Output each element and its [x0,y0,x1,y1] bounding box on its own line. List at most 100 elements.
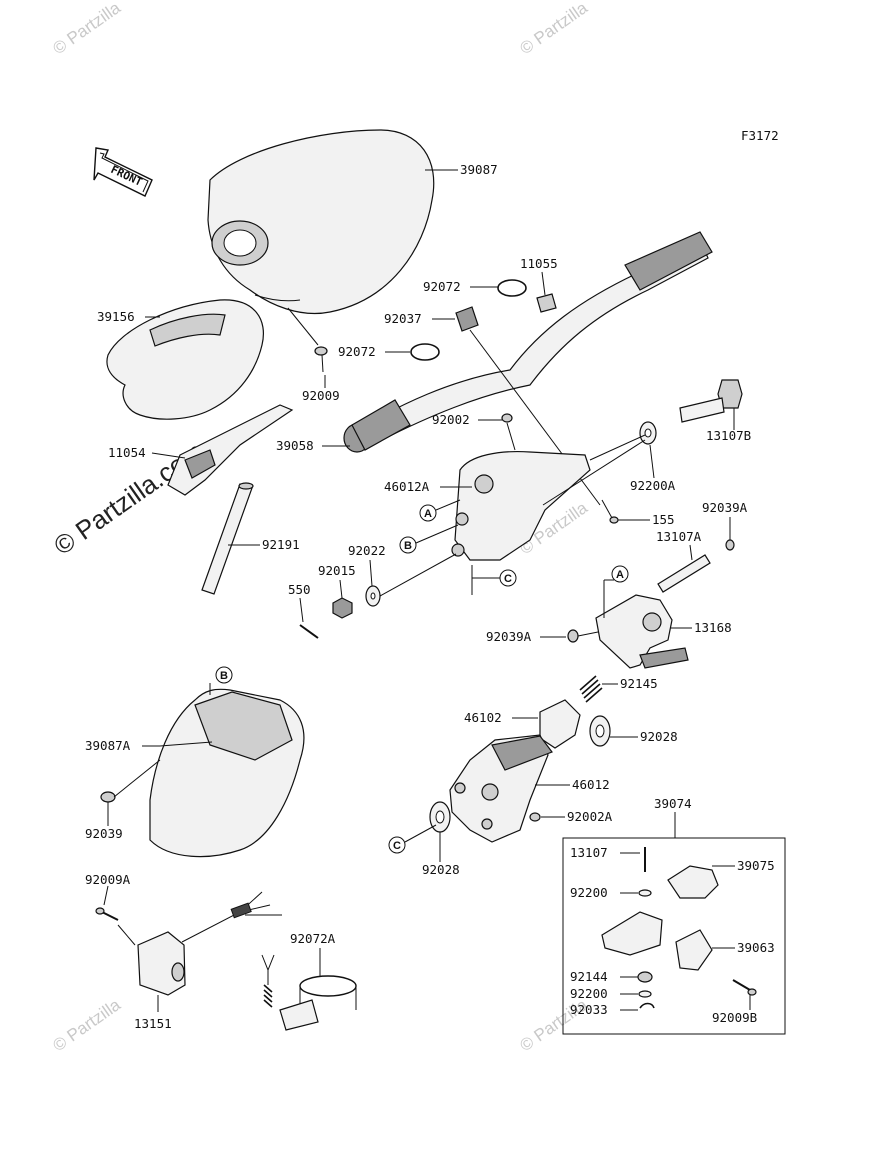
cover-39063 [675,929,713,971]
label-39074: 39074 [654,796,692,811]
spring-92144 [637,971,653,983]
callout-a-upper: A [419,499,461,522]
block-kit [601,911,663,956]
label-92037: 92037 [384,311,422,326]
label-92015: 92015 [318,563,356,578]
label-39058: 39058 [276,438,314,453]
housing-46012A [451,450,591,561]
kit-box-39074 [562,837,786,1035]
label-92145: 92145 [620,676,658,691]
callout-c-text: C [393,840,401,852]
label-39087: 39087 [460,162,498,177]
bracket-13168 [595,594,689,669]
cover-39087 [207,129,435,315]
label-92200A: 92200A [630,478,676,493]
watermark: © Partzilla [49,995,124,1055]
label-550: 550 [288,582,311,597]
label-155: 155 [652,512,675,527]
label-39156: 39156 [97,309,135,324]
callout-c-lower: C [388,824,437,854]
rivet-92039A-mid [567,629,599,643]
cover-39156 [106,299,264,420]
label-92039: 92039 [85,826,123,841]
label-92200-bot: 92200 [570,986,608,1001]
callout-c-upper: C [471,565,517,595]
watermark: © Partzilla [516,0,591,58]
label-13151: 13151 [134,1016,172,1031]
label-46012A: 46012A [384,479,430,494]
label-92002: 92002 [432,412,470,427]
clamp-92072-top [497,279,527,297]
pin-550 [299,624,319,639]
screw-92009A [95,907,119,921]
screw-92009B [732,979,757,996]
label-13107B: 13107B [706,428,751,443]
handlebar-39058 [343,231,713,453]
cover-39087A [149,688,305,858]
label-11055: 11055 [520,256,558,271]
switch-13151 [137,891,282,996]
label-92039A-mid: 92039A [486,629,532,644]
callout-b-text: B [404,540,412,552]
washer-92028-top [589,715,611,747]
label-92072-top: 92072 [423,279,461,294]
screw-155 [601,499,619,524]
label-39063: 39063 [737,940,775,955]
label-92009A: 92009A [85,872,131,887]
callout-b-lower: B [209,666,233,695]
cap-92037 [455,306,479,332]
label-92191: 92191 [262,537,300,552]
label-92022: 92022 [348,543,386,558]
label-39075: 39075 [737,858,775,873]
callout-a-text: A [616,569,624,581]
label-13107A: 13107A [656,529,702,544]
front-arrow-icon: FRONT [93,147,153,197]
label-39087A: 39087A [85,738,131,753]
callout-a-mid: A [603,565,629,604]
label-92002A: 92002A [567,809,613,824]
clamp-92072-mid [410,343,440,361]
bolt-92002 [501,413,513,423]
label-92072-mid: 92072 [338,344,376,359]
washer-92200-top [638,889,652,897]
label-92009B: 92009B [712,1010,757,1025]
washer-92022 [365,585,381,607]
bolt-13107B [679,379,743,423]
label-92039A-top: 92039A [702,500,748,515]
rivet-92039A-top [725,539,735,551]
label-92009: 92009 [302,388,340,403]
label-92144: 92144 [570,969,608,984]
bolt-92002A [529,812,541,822]
nut-92015 [332,597,353,619]
label-92033: 92033 [570,1002,608,1017]
washer-92028-bot [429,801,451,833]
callout-c-text: C [504,573,512,585]
label-13107: 13107 [570,845,608,860]
label-92028-top: 92028 [640,729,678,744]
tube-92191 [201,482,254,595]
label-13168: 13168 [694,620,732,635]
circlip-92033 [639,1002,655,1009]
clip-11055 [536,293,557,313]
lever-39075 [667,865,719,899]
callout-b-text: B [220,670,228,682]
figure-code: F3172 [741,128,779,143]
lanyard-92072A [261,954,357,1031]
lever-11054 [167,404,294,496]
watermark: © Partzilla [49,0,124,58]
callout-a-text: A [424,508,432,520]
label-92200-top: 92200 [570,885,608,900]
label-46012: 46012 [572,777,610,792]
pin-13107A [657,554,711,593]
spring-92145 [579,675,603,703]
label-46102: 46102 [464,710,502,725]
label-92028-bot: 92028 [422,862,460,877]
callout-b-upper: B [399,524,459,554]
block-46102 [539,699,581,749]
label-92072A: 92072A [290,931,336,946]
label-11054: 11054 [108,445,146,460]
washer-92200A [639,421,657,445]
screw-92009 [314,346,328,373]
washer-92200-bot [638,990,652,998]
